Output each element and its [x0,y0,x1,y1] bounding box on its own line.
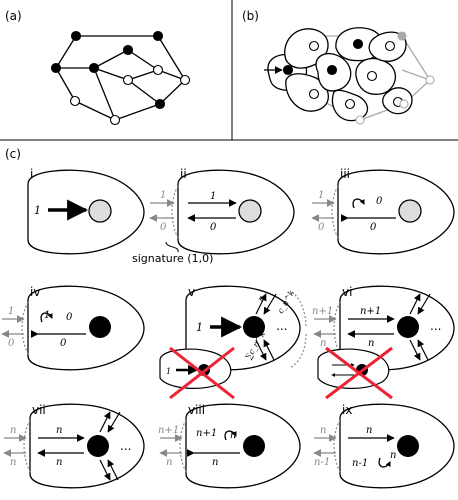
label-v-dots: ... [276,319,287,333]
label-signature: signature (1,0) [132,252,213,265]
label-iv-zero-top: 0 [66,312,73,323]
label-vii-gray-n: n [10,457,16,468]
graph-a [55,35,186,121]
label-vii-n: n [56,457,62,468]
panel-label-a: (a) [5,9,22,23]
label-vii-gray-n-top: n [10,425,16,436]
label-iv-gray-one: 1 [8,306,14,317]
label-v-n: n [256,294,266,303]
label-iv-one: 1 [44,310,50,321]
label-iv-gray-zero: 0 [8,338,15,349]
label-roman-vi: vi [342,285,352,299]
graph-a-nodes [50,30,191,126]
label-ii-gray-one: 1 [160,190,166,201]
label-viii-n: n [212,457,218,468]
label-iii-zero-top: 0 [376,196,383,207]
label-vi-gray-nplus1: n+1 [312,306,333,317]
label-roman-v: v [188,285,195,299]
label-iii-gray-zero: 0 [318,222,325,233]
label-vi-n: n [368,338,374,349]
label-roman-iii: iii [340,167,350,181]
label-viii-nplus1: n+1 [196,428,217,439]
label-vi-dots: ... [430,319,441,333]
label-roman-i: i [30,167,33,181]
label-ii-zero: 0 [210,222,217,233]
label-ix-n-top: n [366,425,372,436]
label-ix-n: n [390,450,396,461]
label-roman-iv: iv [30,285,40,299]
label-roman-vii: vii [32,403,46,417]
label-viii-gray-n: n [166,457,172,468]
label-vii-n-top: n [56,425,62,436]
graph-b-nodes [282,31,435,125]
label-ix-gray-n: n [320,425,326,436]
label-roman-ix: ix [342,403,352,417]
label-viii-n-top: n [230,430,236,441]
label-viii-gray-nplus1: n+1 [158,425,179,436]
label-iii-gray-one: 1 [318,190,324,201]
label-i-one: 1 [34,204,41,217]
label-ix-nminus1: n-1 [352,458,368,469]
shape-i [27,169,145,255]
label-ii-gray-zero: 0 [160,222,167,233]
label-vi-nplus1: n+1 [360,306,381,317]
label-v-blob-one: 1 [166,367,171,376]
panel-label-b: (b) [242,9,259,23]
label-iv-zero: 0 [60,338,67,349]
label-iii-zero: 0 [370,222,377,233]
label-ii-one: 1 [210,191,216,202]
label-roman-viii: viii [188,403,205,417]
label-v-one: 1 [196,321,203,334]
label-roman-ii: ii [180,167,187,181]
panel-label-c: (c) [5,147,21,161]
label-vi-gray-n: n [320,338,326,349]
label-vii-dots: ... [120,439,131,453]
label-ix-gray-nminus1: n-1 [314,457,330,468]
